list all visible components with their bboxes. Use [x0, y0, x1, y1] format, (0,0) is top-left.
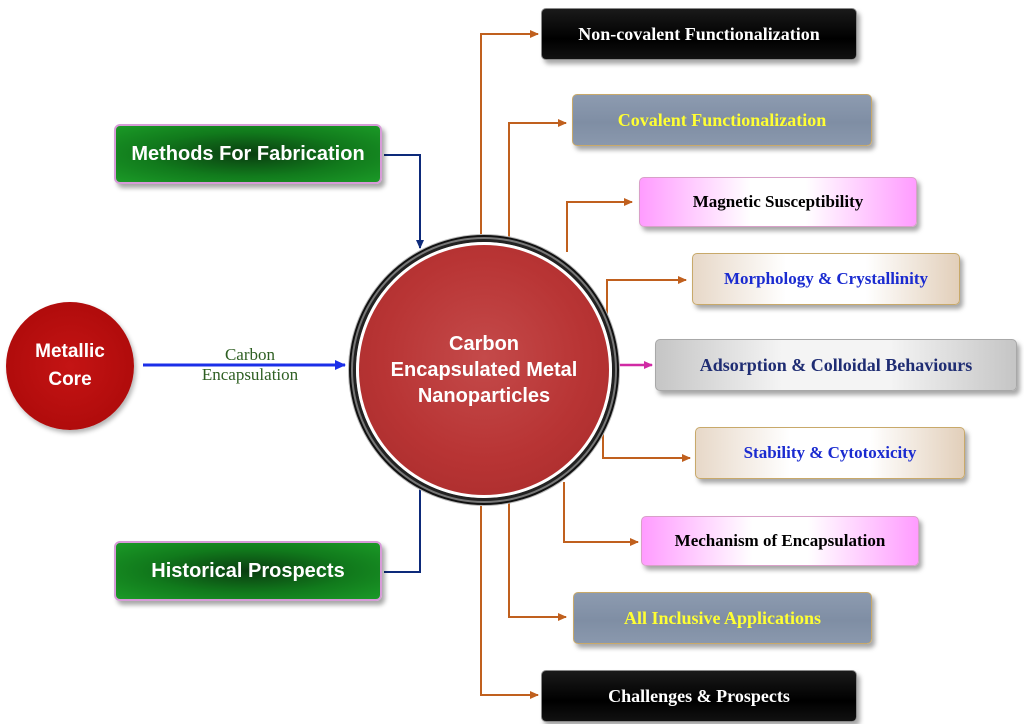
- node-adsorption-colloidal: Adsorption & Colloidal Behaviours: [655, 339, 1017, 391]
- edge-fabrication: [384, 154, 424, 249]
- node-all-inclusive-applications: All Inclusive Applications: [573, 592, 872, 644]
- node-magnetic-susceptibility: Magnetic Susceptibility: [639, 177, 917, 227]
- central-node-line-3: Nanoparticles: [417, 385, 551, 407]
- central-node-line-2: Encapsulated Metal: [390, 359, 578, 381]
- encapsulation-label-line-1: Carbon: [224, 345, 276, 364]
- encapsulation-label-line-2: Encapsulation: [201, 365, 299, 384]
- node-challenges-prospects: Challenges & Prospects: [541, 670, 857, 722]
- node-historical-prospects: Historical Prospects: [114, 541, 382, 601]
- edge-challenges: [480, 496, 539, 699]
- central-node-line-1: Carbon: [449, 333, 519, 355]
- edge-covalent: [508, 119, 567, 243]
- node-covalent-functionalization: Covalent Functionalization: [572, 94, 872, 146]
- central-node: Carbon Encapsulated Metal Nanoparticles: [356, 242, 612, 498]
- node-stability-cytotoxicity: Stability & Cytotoxicity: [695, 427, 965, 479]
- node-noncovalent-functionalization: Non-covalent Functionalization: [541, 8, 857, 60]
- metallic-core-label: Metallic Core: [35, 338, 105, 394]
- metallic-core-line-2: Core: [48, 369, 92, 390]
- edge-mechanism: [563, 482, 639, 546]
- node-mechanism-of-encapsulation: Mechanism of Encapsulation: [641, 516, 919, 566]
- metallic-core-line-1: Metallic: [35, 341, 105, 362]
- encapsulation-edge-label: Carbon Encapsulation: [180, 345, 320, 385]
- edge-morphology: [606, 276, 687, 320]
- edge-magnetic: [566, 198, 633, 252]
- node-morphology-crystallinity: Morphology & Crystallinity: [692, 253, 960, 305]
- metallic-core-node: Metallic Core: [6, 302, 134, 430]
- node-methods-for-fabrication: Methods For Fabrication: [114, 124, 382, 184]
- edge-stability: [602, 418, 691, 462]
- central-node-label: Carbon Encapsulated Metal Nanoparticles: [391, 331, 578, 409]
- edge-historical: [384, 479, 424, 573]
- edge-noncovalent: [480, 30, 539, 248]
- edge-applications: [508, 494, 567, 621]
